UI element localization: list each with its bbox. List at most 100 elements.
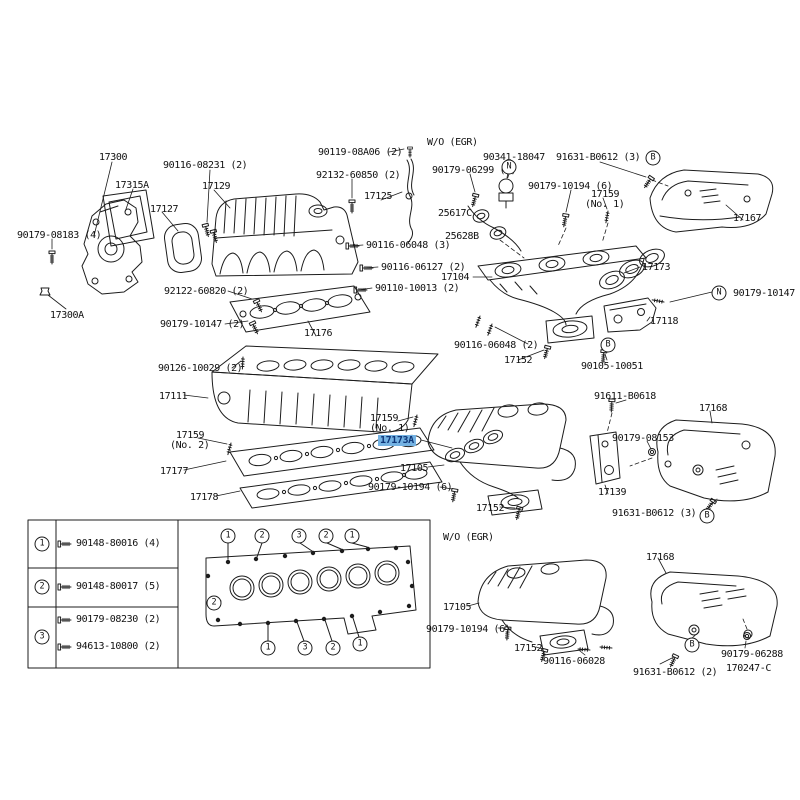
heat-shield-17168-drawing: [656, 419, 776, 502]
part-label-17178: 17178: [190, 492, 219, 503]
part-label-No-1: (No. 1): [370, 423, 410, 434]
part-label-17159: 17159: [591, 189, 620, 200]
part-label-90116-06048-3: 90116-06048 (3): [366, 240, 451, 251]
gasket-17173A-drawing: [444, 429, 504, 463]
part-label-17152: 17152: [504, 355, 533, 366]
callout-letter: B: [645, 150, 661, 166]
callout-number: 2: [254, 528, 270, 544]
callout-letter: N: [711, 285, 727, 301]
callout-number: 1: [344, 528, 360, 544]
part-label-17105: 17105: [400, 463, 429, 474]
legend-part-number: 90148-80016 (4): [76, 538, 161, 549]
part-label-17159: 17159: [176, 430, 205, 441]
legend-part-number: 90148-80017 (5): [76, 581, 161, 592]
part-label-17152: 17152: [514, 643, 543, 654]
stud-icon: [604, 210, 610, 224]
bolt-icon: [348, 199, 356, 214]
gasket-17315A-drawing: [102, 189, 155, 247]
grommet-icon: [39, 287, 51, 296]
legend-part-number: 94613-10800 (2): [76, 641, 161, 652]
callout-number: 1: [260, 640, 276, 656]
part-label-W-O-EGR: W/O (EGR): [443, 532, 494, 543]
callout-letter: B: [684, 637, 700, 653]
callout-number: 1: [220, 528, 236, 544]
throttle-bracket-17300-drawing: [81, 199, 143, 295]
bolt-icon: [469, 192, 480, 208]
callout-letter: N: [501, 159, 517, 175]
wo-egr-exhaust-manifold-17105-drawing: [477, 559, 614, 656]
bolt-icon: [641, 174, 655, 190]
part-label-90179-08183-4: 90179-08183 (4): [17, 230, 102, 241]
part-label-90179-10147-2: 90179-10147 (2): [160, 319, 245, 330]
bolt-icon: [541, 344, 552, 360]
part-label-90179-10194-6: 90179-10194 (6): [426, 624, 511, 635]
bracket-17139-drawing: [589, 431, 621, 485]
lower-intake-manifold-17111-drawing: [211, 345, 439, 433]
legend-table-borders: [27, 519, 431, 669]
part-label-17315A: 17315A: [115, 180, 149, 191]
exhaust-manifold-17104-drawing: [477, 245, 647, 344]
legend-bolt-icon: [57, 540, 72, 548]
part-label-17177: 17177: [160, 466, 189, 477]
part-label-17104: 17104: [441, 272, 470, 283]
gasket-17176-drawing: [229, 285, 371, 333]
callout-number: 3: [297, 640, 313, 656]
stud-icon: [651, 298, 665, 304]
callout-number: 3: [291, 528, 307, 544]
bracket-17118-drawing: [603, 297, 657, 333]
part-label-90179-06299-2: 90179-06299 (2): [432, 165, 517, 176]
bolt-icon: [248, 320, 261, 336]
part-label-17105: 17105: [443, 602, 472, 613]
part-label-17118: 17118: [650, 316, 679, 327]
part-label-17173A[interactable]: 17173A: [378, 435, 416, 446]
part-label-17168: 17168: [699, 403, 728, 414]
callout-number: 1: [352, 636, 368, 652]
bolt-icon: [359, 264, 374, 272]
part-label-92132-60850-2: 92132-60850 (2): [316, 170, 401, 181]
bolt-icon: [345, 242, 360, 250]
legend-part-number: 90179-08230 (2): [76, 614, 161, 625]
stud-icon: [412, 414, 419, 428]
part-label-90110-10013-2: 90110-10013 (2): [375, 283, 460, 294]
part-label-17173: 17173: [642, 262, 671, 273]
callout-number: 2: [318, 528, 334, 544]
part-label-17300: 17300: [99, 152, 128, 163]
heat-shield-17167-drawing: [649, 169, 774, 233]
part-label-No-1: (No. 1): [585, 199, 625, 210]
part-label-17167: 17167: [733, 213, 762, 224]
part-label-90116-06127-2: 90116-06127 (2): [381, 262, 466, 273]
legend-number: 3: [34, 629, 50, 645]
part-label-91631-B0612-2: 91631-B0612 (2): [633, 667, 718, 678]
wo-egr-heat-shield-17168-drawing: [650, 571, 778, 647]
callout-letter: B: [699, 508, 715, 524]
part-label-17159: 17159: [370, 413, 399, 424]
part-label-92122-60820-2: 92122-60820 (2): [164, 286, 249, 297]
part-label-17111: 17111: [159, 391, 188, 402]
part-label-25628B: 25628B: [445, 231, 479, 242]
gasket-17127-drawing: [164, 223, 202, 273]
stud-icon: [599, 645, 613, 650]
part-label-90341-18047: 90341-18047: [483, 152, 545, 163]
upper-intake-manifold-17129-drawing: [211, 193, 359, 277]
part-label-17152: 17152: [476, 503, 505, 514]
part-label-W-O-EGR: W/O (EGR): [427, 137, 478, 148]
bolt-icon: [667, 653, 680, 669]
callout-number: 2: [206, 595, 222, 611]
legend-bolt-icon: [57, 643, 72, 651]
part-label-17125: 17125: [364, 191, 393, 202]
part-label-90116-06028: 90116-06028: [543, 656, 605, 667]
dashed-leader-lines: [499, 173, 748, 639]
part-label-91631-B0612-3: 91631-B0612 (3): [556, 152, 641, 163]
cylinder-head-gasket-diagram-drawing: [205, 542, 417, 642]
legend-bolt-icon: [57, 583, 72, 591]
part-label-90116-08231-2: 90116-08231 (2): [163, 160, 248, 171]
egr-parts-drawing: [467, 178, 522, 252]
part-label-No-2: (No. 2): [170, 440, 210, 451]
part-label-17168: 17168: [646, 552, 675, 563]
bolt-icon: [407, 146, 413, 158]
callout-number: 2: [325, 640, 341, 656]
part-label-90179-10194-6: 90179-10194 (6): [368, 482, 453, 493]
exhaust-manifold-17105-drawing: [427, 402, 576, 516]
